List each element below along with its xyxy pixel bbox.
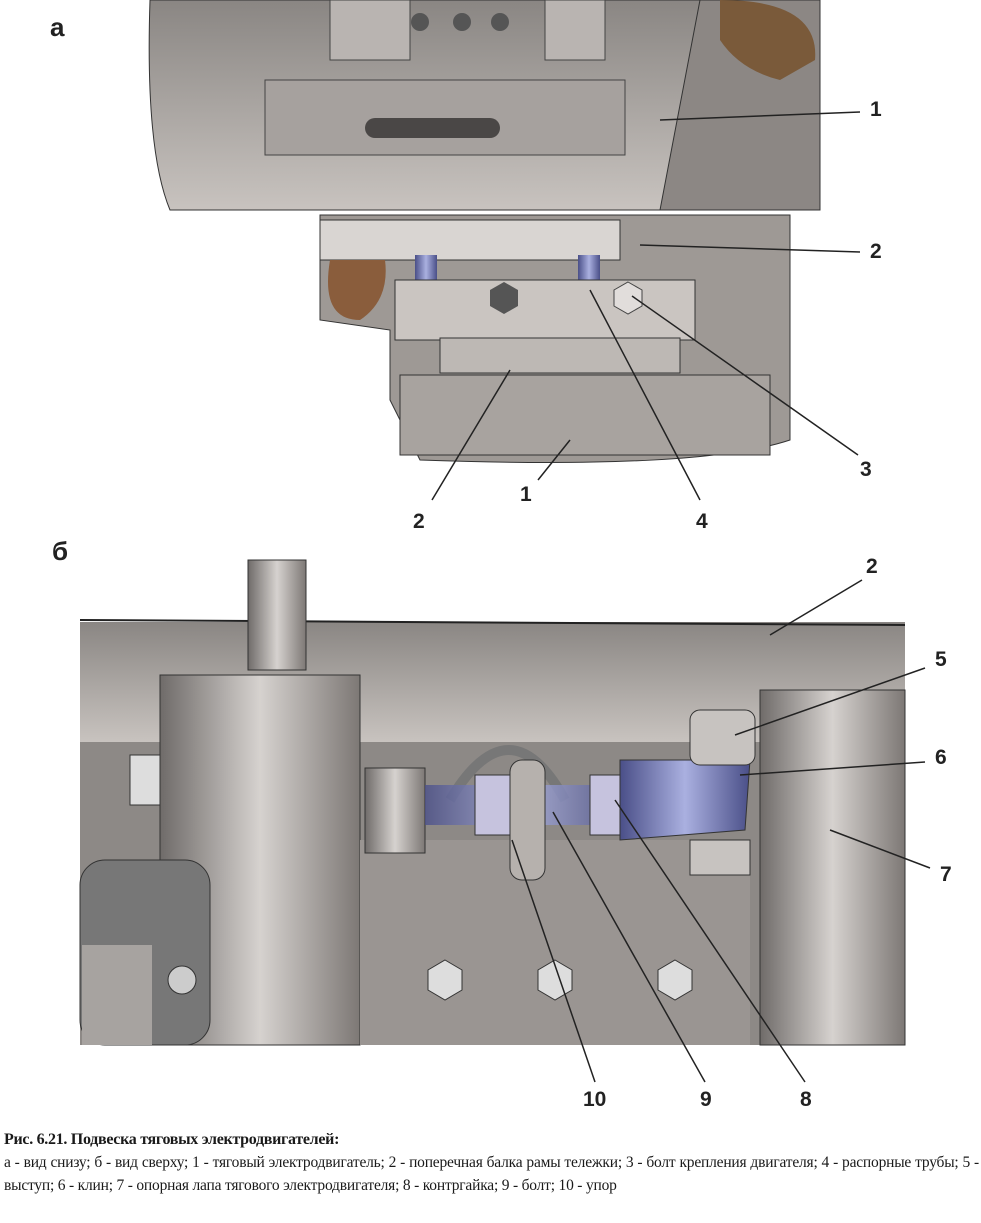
callout-a-1: 1 (870, 98, 882, 121)
panel-b-label: б (52, 536, 69, 566)
callout-b-8: 8 (800, 1088, 812, 1111)
callout-b-6: 6 (935, 746, 947, 769)
callout-a-4: 4 (696, 510, 708, 533)
figure-caption: Рис. 6.21. Подвеска тяговых электродвига… (4, 1128, 979, 1197)
callout-b-7: 7 (940, 863, 952, 886)
caption-body: а - вид снизу; б - вид сверху; 1 - тягов… (4, 1154, 979, 1194)
callout-a-2b: 2 (413, 510, 425, 533)
panel-a-label: а (50, 12, 65, 42)
callout-a-3: 3 (860, 458, 872, 481)
caption-title: Рис. 6.21. Подвеска тяговых электродвига… (4, 1131, 340, 1148)
callout-b-5: 5 (935, 648, 947, 671)
callout-a-2: 2 (870, 240, 882, 263)
callout-b-10: 10 (583, 1088, 607, 1111)
panel-b-drawing (79, 559, 906, 1046)
callout-b-2: 2 (866, 555, 878, 578)
illustration (79, 0, 931, 1083)
panel-a-drawing (148, 0, 821, 463)
callout-a-1b: 1 (520, 483, 532, 506)
callout-b-9: 9 (700, 1088, 712, 1111)
leader-lines (431, 111, 931, 1083)
